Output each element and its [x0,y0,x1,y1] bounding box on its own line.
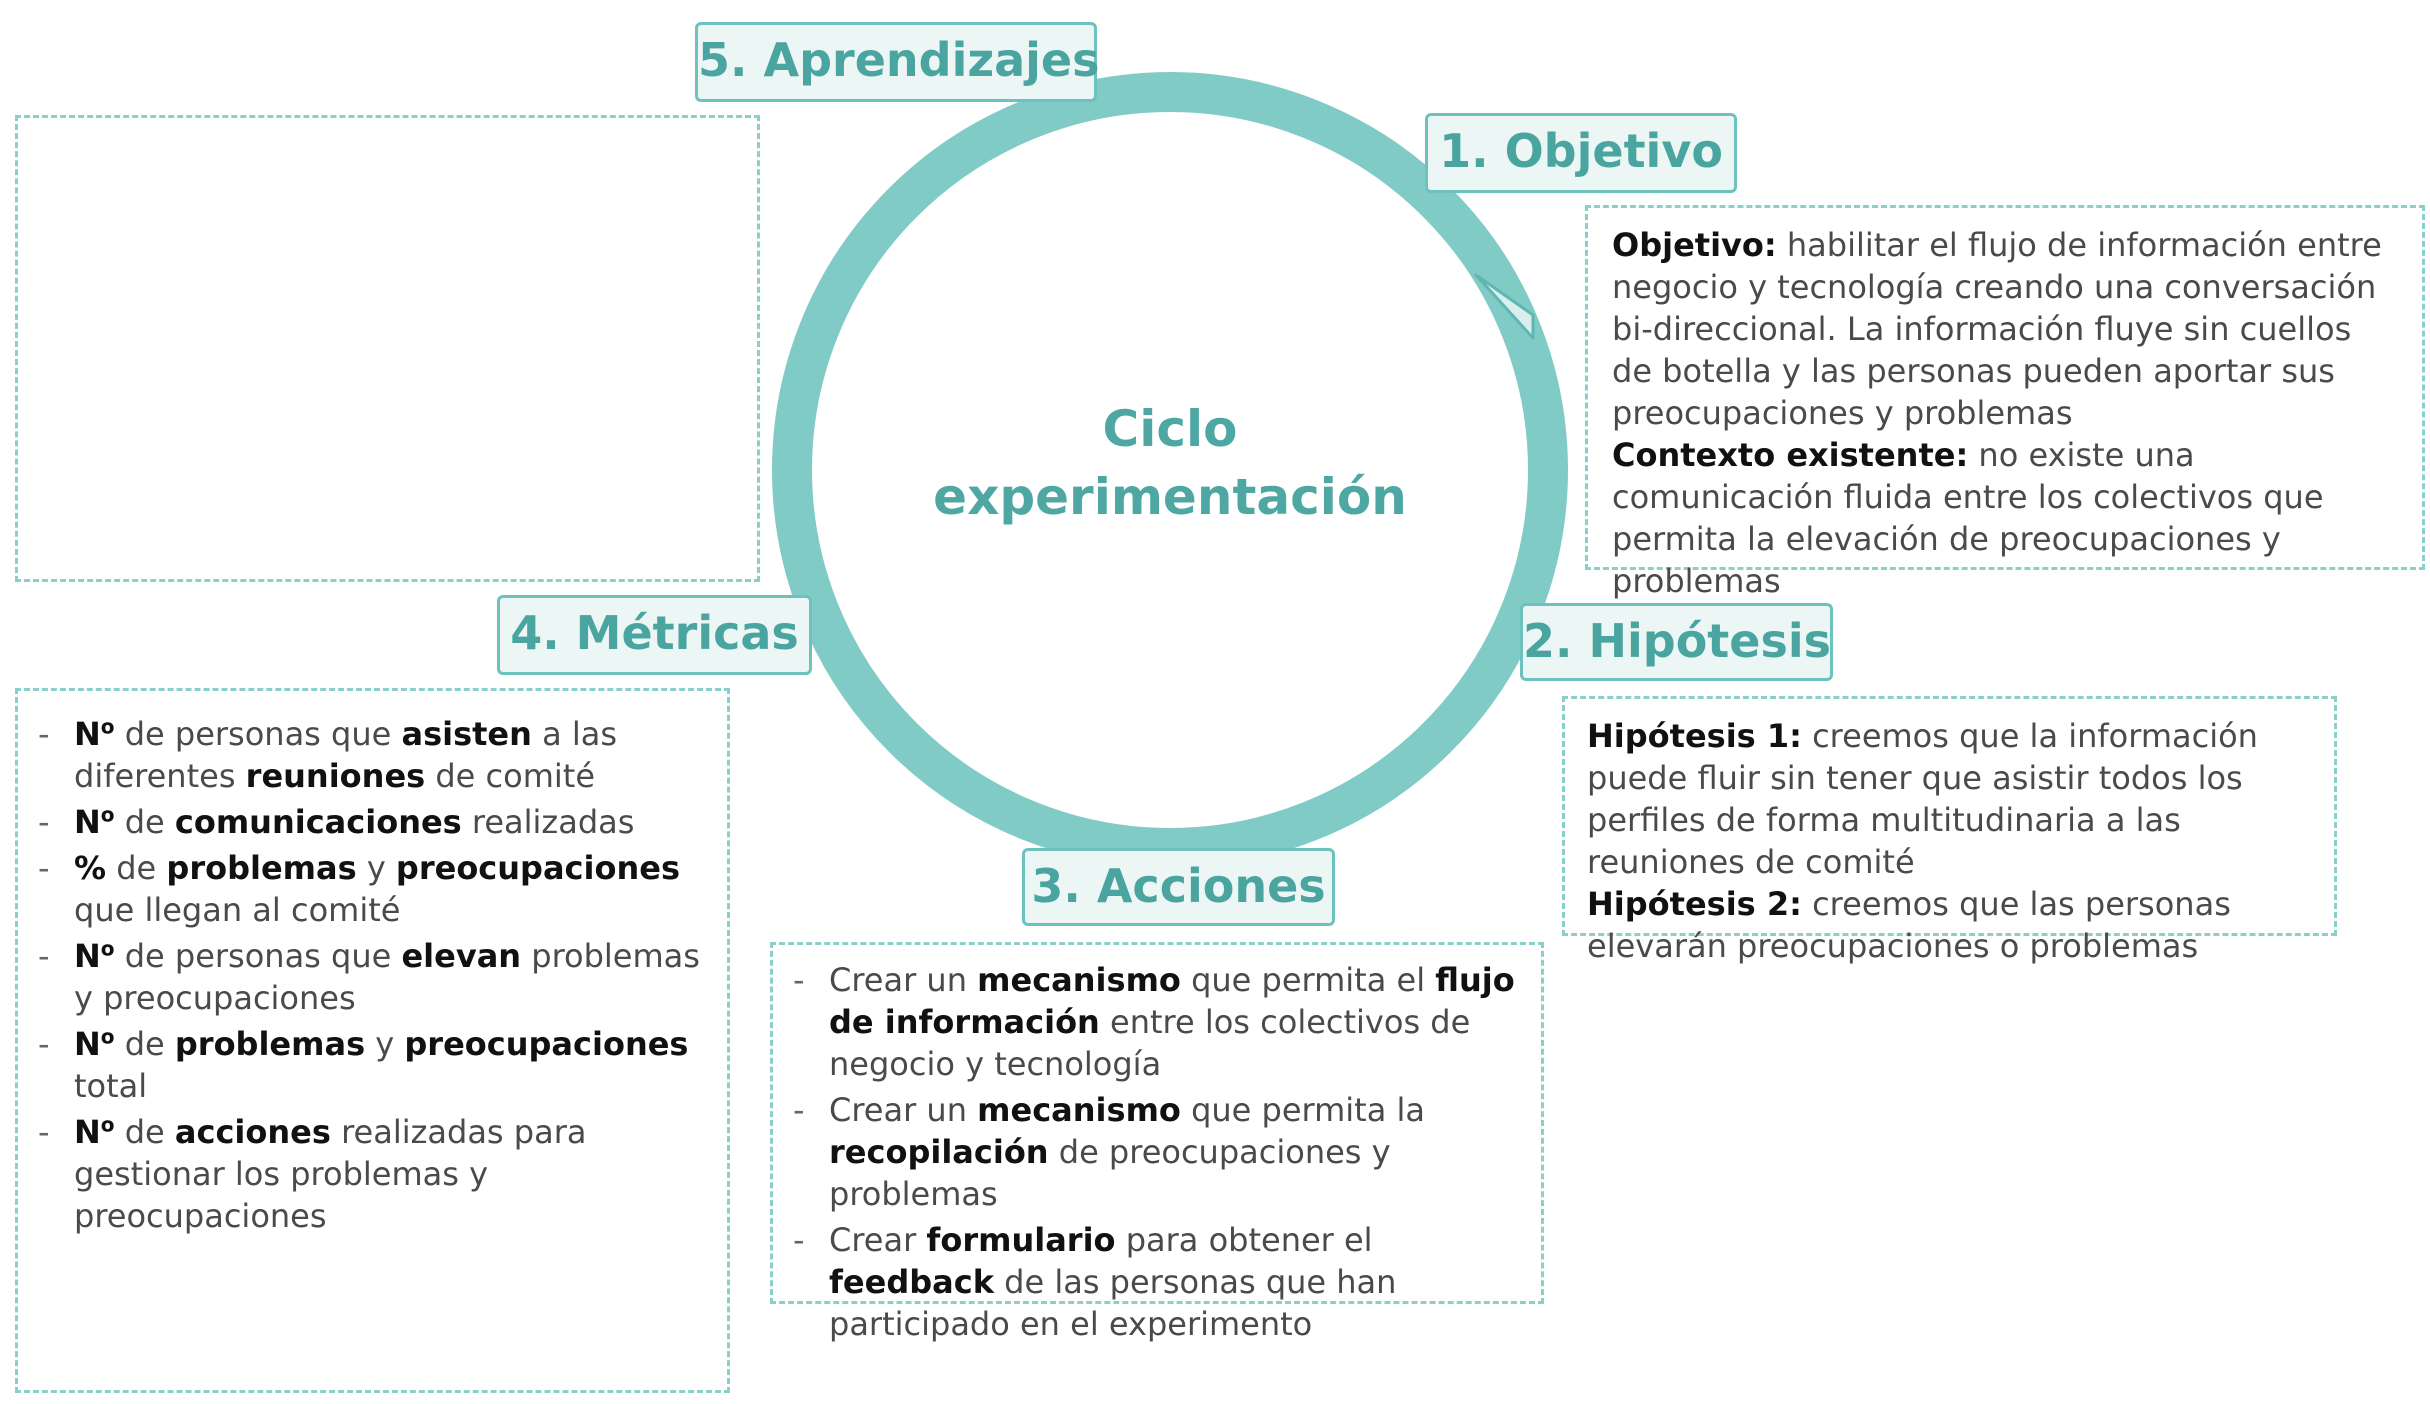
metrica-item: No de problemas y preocupaciones total [28,1023,717,1107]
box-metricas: No de personas que asisten a las diferen… [15,688,730,1393]
contexto-key: Contexto existente: [1612,436,1969,474]
box-objetivo: Objetivo: habilitar el flujo de informac… [1585,205,2425,600]
box-hipotesis: Hipótesis 1: creemos que la información … [1562,696,2337,965]
accion-item: Crear formulario para obtener el feedbac… [783,1219,1531,1345]
hipotesis-1-key: Hipótesis 1: [1587,717,1802,755]
center-title-line2: experimentación [933,468,1407,526]
label-metricas: 4. Métricas [497,595,812,675]
center-title-line1: Ciclo [1102,400,1238,458]
metrica-item: No de personas que elevan problemas y pr… [28,935,717,1019]
accion-item: Crear un mecanismo que permita el flujo … [783,959,1531,1085]
metrica-item: No de personas que asisten a las diferen… [28,713,717,797]
hipotesis-1: Hipótesis 1: creemos que la información … [1587,715,2312,883]
contexto-value: no existe una comunicación fluida entre … [1612,436,2324,600]
box-aprendizajes [15,115,760,582]
objetivo-text: Objetivo: habilitar el flujo de informac… [1612,224,2398,434]
label-objetivo: 1. Objetivo [1425,113,1737,193]
label-acciones: 3. Acciones [1022,848,1335,926]
hipotesis-2-value: creemos que las personas elevarán preocu… [1587,885,2231,965]
center-title: Ciclo experimentación [900,395,1440,531]
metrica-item: No de acciones realizadas para gestionar… [28,1111,717,1237]
hipotesis-2-key: Hipótesis 2: [1587,885,1802,923]
label-aprendizajes: 5. Aprendizajes [695,22,1100,102]
objetivo-key: Objetivo: [1612,226,1777,264]
hipotesis-1-value: creemos que la información puede fluir s… [1587,717,2258,881]
objetivo-value: habilitar el flujo de información entre … [1612,226,2382,432]
metricas-list: No de personas que asisten a las diferen… [28,713,717,1237]
accion-item: Crear un mecanismo que permita la recopi… [783,1089,1531,1215]
contexto-text: Contexto existente: no existe una comuni… [1612,434,2398,602]
hipotesis-2: Hipótesis 2: creemos que las personas el… [1587,883,2312,967]
metrica-item: No de comunicaciones realizadas [28,801,717,843]
cycle-arrow-icon [1474,273,1535,340]
box-acciones: Crear un mecanismo que permita el flujo … [770,942,1544,1343]
acciones-list: Crear un mecanismo que permita el flujo … [783,959,1531,1345]
metrica-item: % de problemas y preocupaciones que lleg… [28,847,717,931]
label-hipotesis: 2. Hipótesis [1520,603,1833,681]
